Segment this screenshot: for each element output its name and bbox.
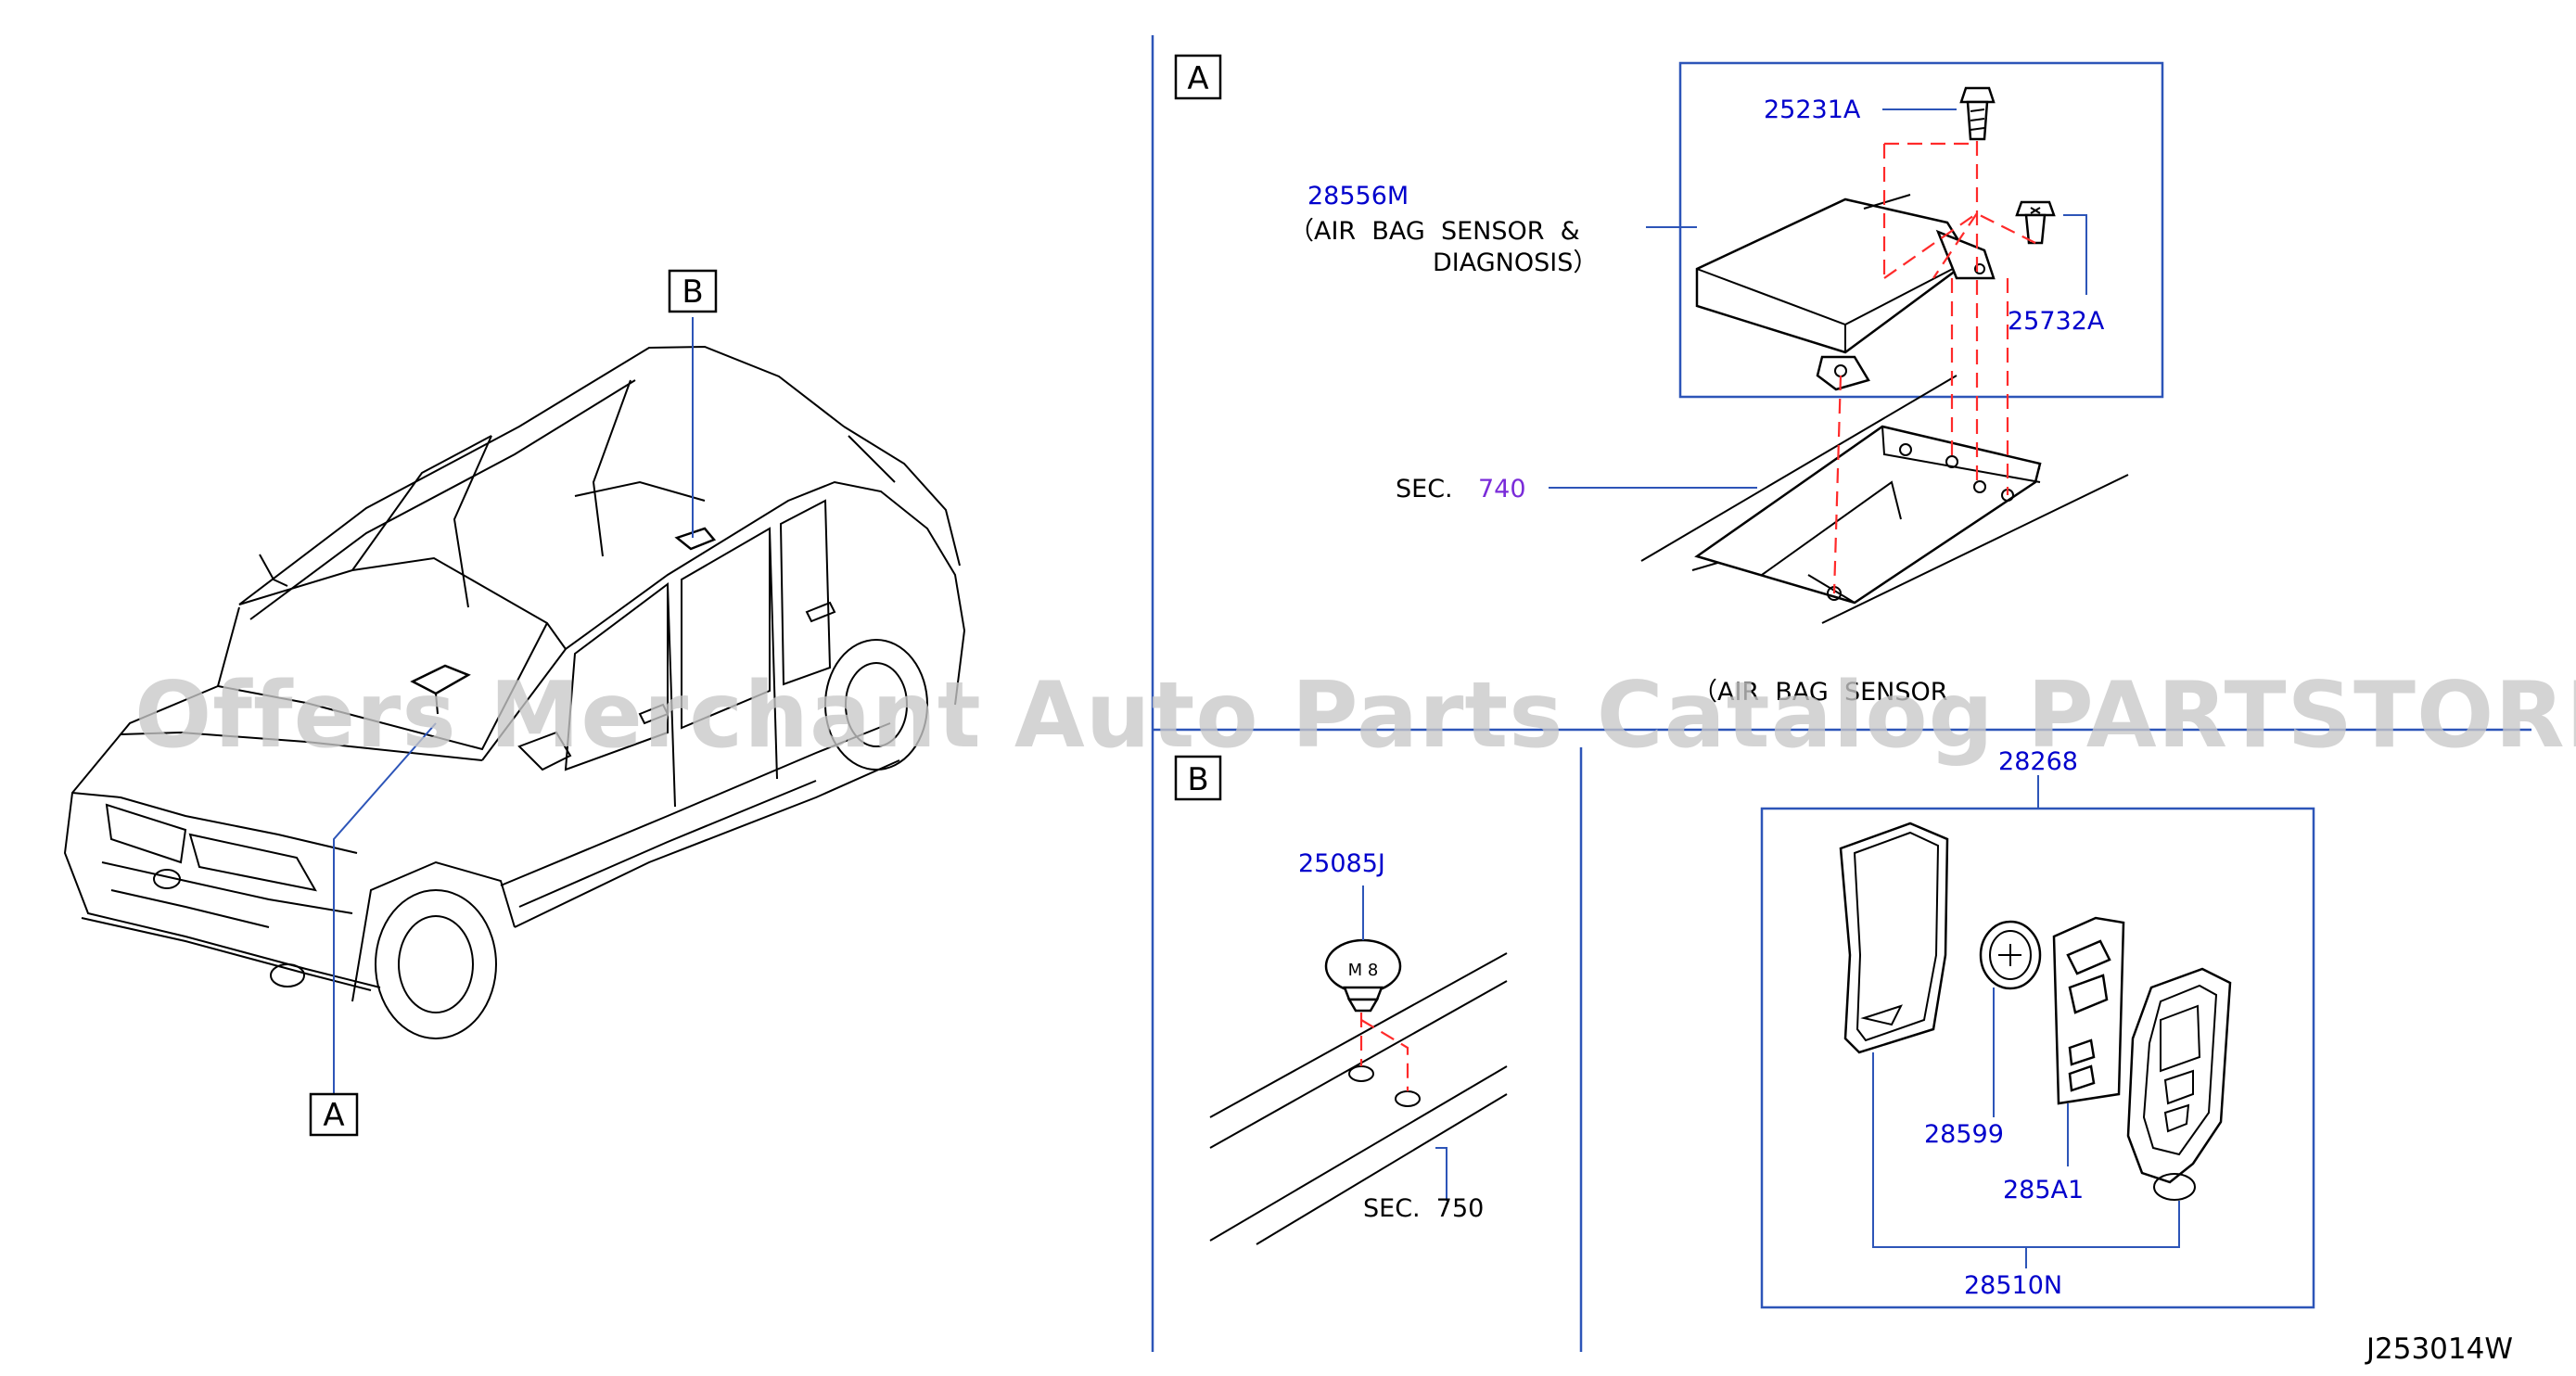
clip-marking: M 8 <box>1348 961 1379 980</box>
section-b-clip: B M 8 25085J SEC. 750 <box>1174 755 1508 1245</box>
callout-letter: A <box>323 1097 344 1134</box>
bottom-caption: （AIR BAG SENSOR <box>1692 678 1948 707</box>
part-number-285a1[interactable]: 285A1 <box>2003 1176 2084 1204</box>
part-number-28556m[interactable]: 28556M <box>1307 182 1409 210</box>
drawing-code: J253014W <box>2365 1332 2513 1366</box>
sec-740-link[interactable]: 740 <box>1478 475 1526 503</box>
callout-letter: B <box>682 274 703 311</box>
module-description-line-1: （AIR BAG SENSOR & <box>1289 217 1580 246</box>
module-description-line-2: DIAGNOSIS） <box>1433 248 1598 277</box>
watermark-text: Offers Merchant Auto Parts Catalog PARTS… <box>134 663 2576 769</box>
section-b-callout-box <box>1174 755 1222 801</box>
section-c-keyfob: 28268 28599 285A1 28510N <box>1760 747 2315 1309</box>
sec-prefix-label: SEC. <box>1396 475 1453 503</box>
part-number-28599[interactable]: 28599 <box>1924 1120 2004 1149</box>
callout-box-a-vehicle: A <box>309 1092 359 1137</box>
sec-750-label: SEC. 750 <box>1363 1194 1484 1223</box>
section-a-letter: A <box>1187 60 1208 97</box>
part-number-28268[interactable]: 28268 <box>1998 747 2078 776</box>
section-a-callout-box <box>1174 54 1222 100</box>
section-b-letter: B <box>1187 761 1208 798</box>
section-a-airbag-sensor: A <box>1174 54 2164 707</box>
panel-dividers <box>1151 35 2531 1352</box>
part-number-25085j[interactable]: 25085J <box>1298 849 1385 878</box>
part-number-25231a[interactable]: 25231A <box>1764 96 1861 124</box>
part-number-25732a[interactable]: 25732A <box>2008 307 2105 336</box>
part-number-28510n[interactable]: 28510N <box>1964 1271 2062 1300</box>
vehicle-overview-illustration <box>63 317 966 1094</box>
callout-box-b-vehicle: B <box>668 269 718 313</box>
